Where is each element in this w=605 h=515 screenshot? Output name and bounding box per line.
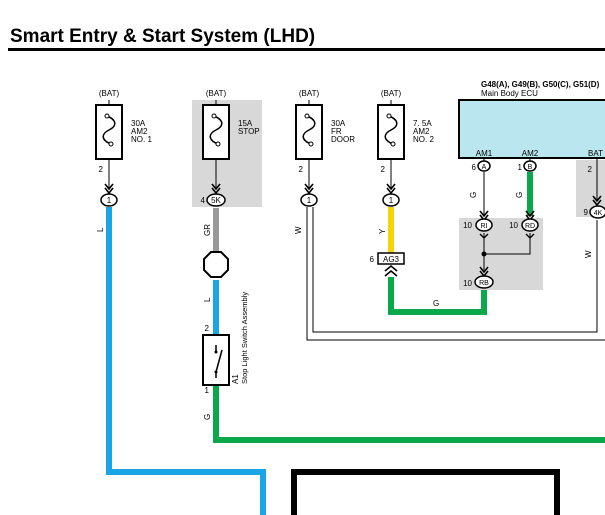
- junction-pin: 10: [509, 221, 518, 230]
- fuse-name-2: DOOR: [331, 135, 355, 144]
- junction-internal-right: [484, 233, 531, 255]
- switch-name: Stop Light Switch Assembly: [240, 292, 249, 384]
- fuse-stop: (BAT) 15A STOP 4 5K: [201, 89, 260, 207]
- fuse-name: FR: [331, 127, 342, 136]
- page-title: Smart Entry & Start System (LHD): [10, 26, 316, 47]
- connector-4k: 9 4K W: [584, 195, 605, 258]
- connector-label: 4K: [594, 210, 603, 217]
- fuse-rating: 30A: [331, 119, 346, 128]
- fuse-name: AM2: [413, 127, 430, 136]
- ecu-connectors: G48(A), G49(B), G50(C), G51(D): [481, 80, 600, 89]
- ecu-name: Main Body ECU: [481, 89, 538, 98]
- fuse-name: STOP: [238, 127, 260, 136]
- ecu-pin: 1: [518, 163, 523, 172]
- wire-code: Y: [378, 228, 387, 234]
- ecu-pin: 2: [588, 165, 593, 174]
- switch-code: A1: [231, 374, 240, 384]
- switch-pin-top: 2: [205, 324, 210, 333]
- fuse-name-2: NO. 2: [413, 135, 434, 144]
- wire-code: GR: [203, 224, 212, 236]
- junction-pin: 10: [463, 221, 472, 230]
- junction-connector: RB: [479, 280, 489, 287]
- fuse-source: (BAT): [99, 89, 120, 98]
- wire-code: L: [96, 227, 105, 232]
- stop-light-switch[interactable]: L 2 1 A1 Stop Light Switch Assembly G: [202, 292, 249, 420]
- junction-connector: RD: [525, 223, 535, 230]
- wire-code: L: [203, 297, 212, 302]
- wire-l-blue-am2-no1: [106, 207, 266, 515]
- connector-label: AG3: [383, 255, 400, 264]
- connector-pin: 6: [370, 255, 375, 264]
- fuse-pin: 2: [381, 165, 386, 174]
- ecu-terminal-bat: BAT: [588, 149, 603, 158]
- wire-g-green-ag3: [388, 277, 487, 315]
- wire-w-outer: [306, 207, 605, 341]
- fuse-rating: 30A: [131, 119, 146, 128]
- ecu-connector: A: [482, 164, 487, 171]
- fuse-name: AM2: [131, 127, 148, 136]
- fuse-name-2: NO. 1: [131, 135, 152, 144]
- wire-code: G: [515, 192, 524, 198]
- fuse-source: (BAT): [206, 89, 227, 98]
- wire-code: W: [294, 226, 303, 234]
- connector-ag3: 6 AG3: [370, 252, 405, 277]
- switch-pin-bottom: 1: [205, 386, 210, 395]
- fuse-pin: 2: [299, 165, 304, 174]
- wire-code: G: [203, 414, 212, 420]
- connector-label: 1: [307, 196, 312, 205]
- wire-code: W: [584, 250, 593, 258]
- fuse-rating: 7. 5A: [413, 119, 432, 128]
- title-rule: [8, 48, 605, 51]
- fuse-pin: 4: [201, 196, 206, 205]
- connector-label: 1: [107, 196, 112, 205]
- fuse-fr-door: (BAT) 30A FR DOOR 2 1: [295, 89, 355, 207]
- fuse-source: (BAT): [381, 89, 402, 98]
- splice-octagon: [203, 251, 229, 278]
- wire-code: G: [433, 299, 439, 308]
- junction-block: 10 RI 10 RD 10 RB: [463, 210, 539, 289]
- junction-splice: [481, 251, 487, 257]
- ecu-pin: 6: [472, 163, 477, 172]
- wire-w-inner: [312, 207, 598, 333]
- ecu-connector: B: [528, 164, 533, 171]
- junction-pin: 10: [463, 279, 472, 288]
- wire-g-green-switch: [213, 385, 605, 443]
- wire-code: G: [469, 192, 478, 198]
- connector-pin: 9: [584, 208, 589, 217]
- connector-label: 5K: [211, 196, 221, 205]
- junction-connector: RI: [481, 223, 488, 230]
- main-body-ecu: G48(A), G49(B), G50(C), G51(D) Main Body…: [458, 80, 605, 200]
- ecu-terminal-am2: AM2: [522, 149, 539, 158]
- fuse-rating: 15A: [238, 119, 253, 128]
- fuse-am2-no1: (BAT) 30A AM2 NO. 1 2 1: [95, 89, 152, 207]
- fuse-pin: 2: [99, 165, 104, 174]
- connector-label: 1: [389, 196, 394, 205]
- bottom-component-box: [291, 469, 560, 515]
- fuse-am2-no2: (BAT) 7. 5A AM2 NO. 2 2 1: [377, 89, 434, 207]
- ecu-terminal-am1: AM1: [476, 149, 493, 158]
- fuse-source: (BAT): [299, 89, 320, 98]
